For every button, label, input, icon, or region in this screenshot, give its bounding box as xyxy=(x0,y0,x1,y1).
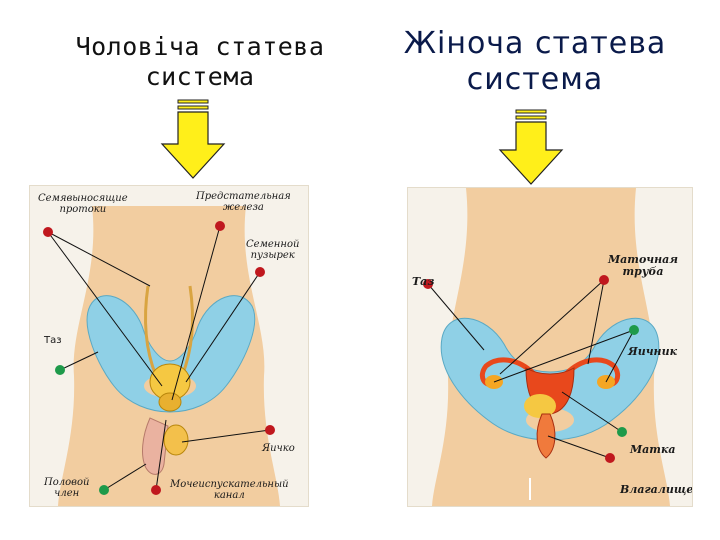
marker-pin-icon xyxy=(215,221,225,231)
label-line: труба xyxy=(622,264,664,278)
marker-pin-icon xyxy=(617,427,627,437)
label-seminal-vesicle: Семенной пузырек xyxy=(246,239,300,261)
male-system-title: Чоловіча статева система xyxy=(40,32,360,92)
marker-pin-icon xyxy=(43,227,53,237)
label-line: Предстательная xyxy=(196,191,291,202)
label-line: Семенной xyxy=(246,239,300,250)
label-uterus: Матка xyxy=(630,443,676,456)
male-anatomy-illustration xyxy=(43,206,280,506)
label-pelvis: Таз xyxy=(44,335,62,346)
label-line: Семявыносящие xyxy=(38,193,128,204)
male-title-line1: Чоловіча статева xyxy=(75,32,325,61)
female-title-line1: Жіноча статева xyxy=(403,26,667,61)
label-penis: Половой член xyxy=(44,477,90,499)
label-line: Маточная xyxy=(608,253,679,266)
marker-pin-icon xyxy=(599,275,609,285)
marker-pin-icon xyxy=(99,485,109,495)
marker-pin-icon xyxy=(151,485,161,495)
label-vagina: Влагалище xyxy=(620,483,692,496)
female-system-title: Жіноча статева система xyxy=(370,26,700,98)
female-anatomy-illustration xyxy=(423,188,670,506)
label-line: канал xyxy=(213,489,245,501)
marker-pin-icon xyxy=(55,365,65,375)
label-ovary: Яичник xyxy=(628,345,678,358)
down-arrow-icon xyxy=(498,109,564,185)
marker-pin-icon xyxy=(423,279,433,289)
marker-pin-icon xyxy=(605,453,615,463)
label-prostate: Предстательная железа xyxy=(196,191,291,213)
label-testicle: Яичко xyxy=(262,443,295,454)
label-line: железа xyxy=(222,201,264,213)
female-title-line2: система xyxy=(466,62,604,97)
marker-pin-icon xyxy=(255,267,265,277)
male-anatomy-panel: Семявыносящие протоки Предстательная жел… xyxy=(30,186,308,506)
male-title-line2: система xyxy=(145,62,255,91)
female-anatomy-panel: Таз Маточная труба Яичник Матка Влагалищ… xyxy=(408,188,692,506)
label-fallopian-tube: Маточная труба xyxy=(608,254,678,277)
label-line: пузырек xyxy=(250,249,295,261)
marker-pin-icon xyxy=(265,425,275,435)
label-pelvis: Таз xyxy=(412,275,435,288)
marker-pin-icon xyxy=(629,325,639,335)
label-line: Половой xyxy=(44,477,90,488)
label-line: Мочеиспускательный xyxy=(170,479,289,490)
label-line: протоки xyxy=(59,203,107,215)
label-vas-deferens: Семявыносящие протоки xyxy=(38,193,128,215)
label-urethra: Мочеиспускательный канал xyxy=(170,479,289,501)
label-line: член xyxy=(54,487,80,499)
down-arrow-icon xyxy=(160,99,226,179)
